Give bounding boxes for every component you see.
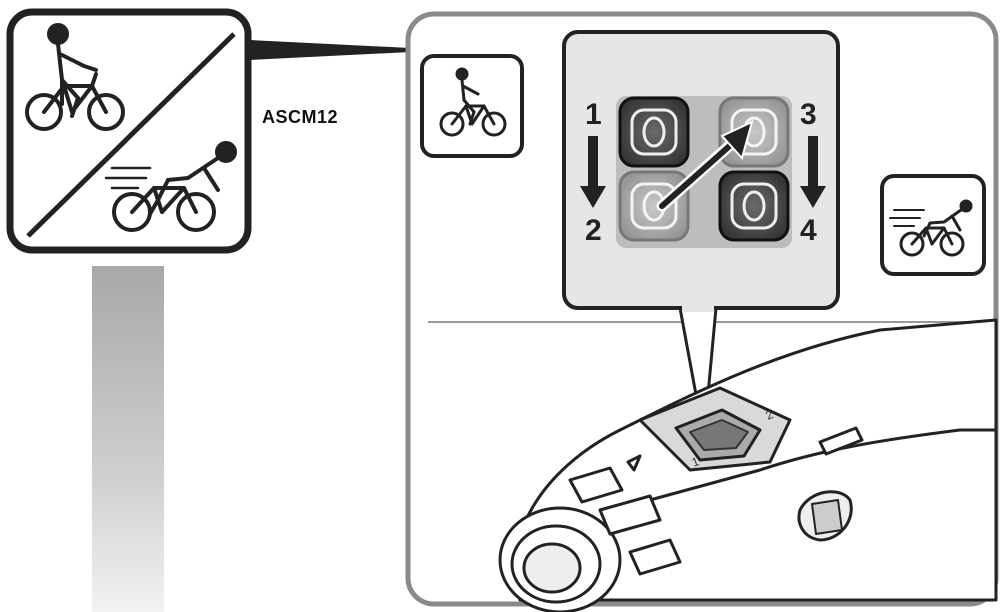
button-sequence-inset bbox=[562, 30, 840, 310]
sport-mode-badge bbox=[880, 174, 986, 276]
step-number-2: 2 bbox=[585, 214, 602, 247]
step-number-4: 4 bbox=[800, 214, 817, 247]
down-arrow-right-icon bbox=[800, 136, 826, 208]
cyclist-normal-icon bbox=[439, 67, 507, 137]
cyclist-sport-icon bbox=[104, 141, 237, 232]
model-label: ASCM12 bbox=[262, 107, 339, 127]
cyclist-normal-icon bbox=[25, 23, 125, 131]
normal-mode-badge bbox=[420, 54, 524, 158]
mode-switch-icon bbox=[6, 8, 252, 254]
cyclist-sport-icon bbox=[889, 199, 973, 257]
handlebar-controller bbox=[498, 318, 998, 612]
diagonal-arrow-icon bbox=[656, 120, 754, 212]
gradient-bar bbox=[92, 266, 164, 612]
button-position-2 bbox=[618, 170, 690, 242]
step-number-3: 3 bbox=[800, 98, 817, 131]
down-arrow-left-icon bbox=[580, 136, 606, 208]
step-number-1: 1 bbox=[585, 98, 602, 131]
button-position-1 bbox=[618, 96, 690, 168]
button-position-4 bbox=[718, 170, 790, 242]
callout-connector bbox=[250, 40, 410, 60]
